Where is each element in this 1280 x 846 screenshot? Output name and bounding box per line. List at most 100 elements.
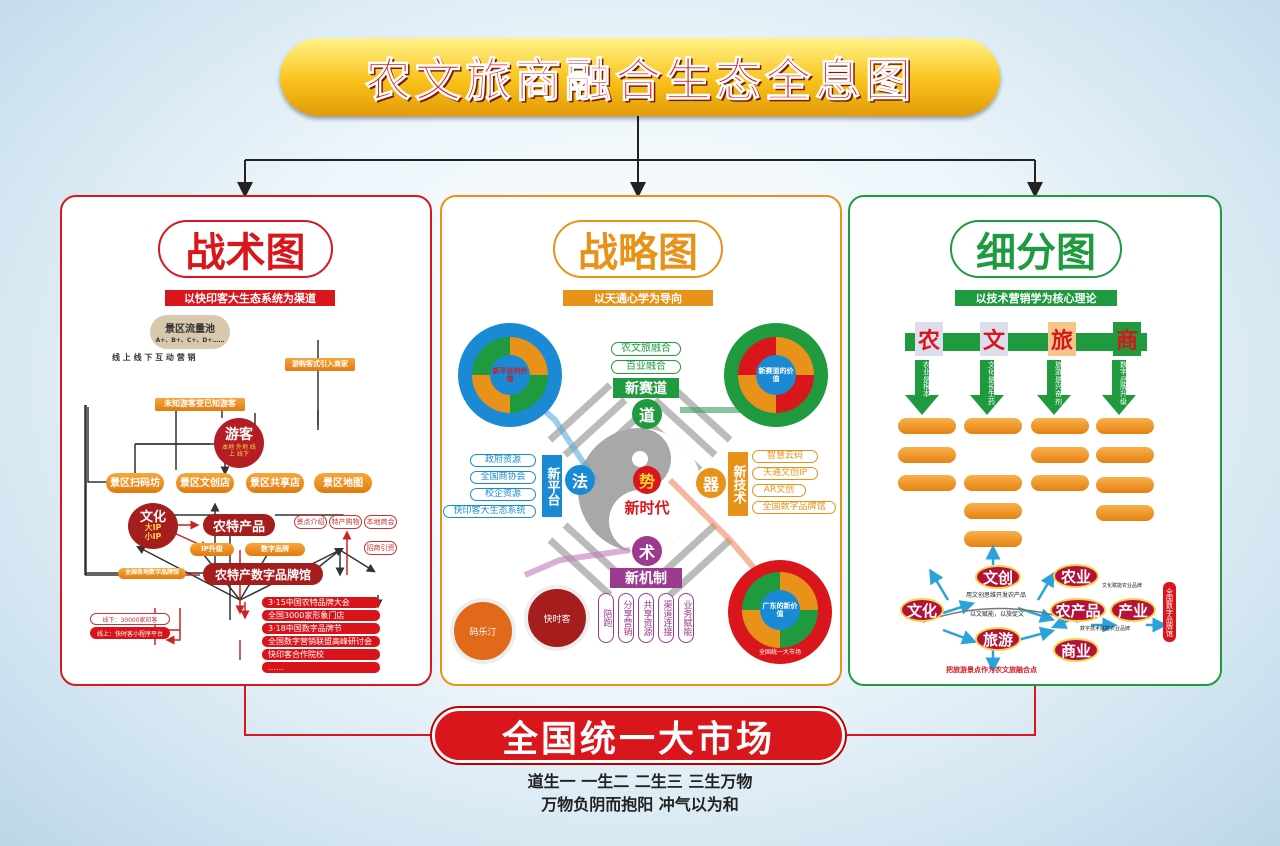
note-agri: 文化赋能农业品牌 <box>1102 583 1143 589</box>
event-item: 全国数字营销联盟高峰研讨会 <box>262 636 380 647</box>
cylinder <box>1096 477 1154 493</box>
online-channel: 线上：快时客小程序平台 <box>90 627 170 639</box>
pillar-culture: 文 <box>980 322 1008 356</box>
note-comm: 数字技术赋能农业品牌 <box>1080 626 1131 632</box>
new-track-label: 新赛道 <box>613 378 679 398</box>
segment-heading: 细分图 <box>950 220 1122 278</box>
strategy-subtitle: 以天通心学为导向 <box>563 290 713 306</box>
products-node: 农特产品 <box>203 514 275 536</box>
national-market-banner: 全国统一大市场 <box>432 708 845 763</box>
segment-subtitle: 以技术营销学为核心理论 <box>955 290 1117 306</box>
track-item: 百业融合 <box>611 360 681 374</box>
channel-banner: 未知游客变已知游客 <box>155 398 245 411</box>
shi-badge: 势 <box>633 466 661 494</box>
visitor-sub: 本地 外地 线上 线下 <box>222 443 256 458</box>
mech-item: 渠道连接 <box>658 593 674 643</box>
pool-levels: A+、B+、C+、D+…… <box>155 337 225 344</box>
cylinder <box>1031 447 1089 463</box>
pillar-note: 文化是长生药 <box>988 361 995 406</box>
cylinder <box>964 418 1022 434</box>
platform-item: 政府资源 <box>470 454 536 467</box>
oval-nongchanpin: 农产品 <box>1050 598 1106 622</box>
new-tech-label: 新技术 <box>728 452 748 516</box>
cylinder <box>1096 505 1154 521</box>
card-kuaishike: 快时客 <box>524 585 590 651</box>
small-ip: 小IP <box>144 531 162 541</box>
pillar-tourism: 旅 <box>1048 322 1076 356</box>
cylinder <box>964 475 1022 491</box>
cylinder <box>964 531 1022 547</box>
new-mech-label: 新机制 <box>610 568 682 588</box>
ring-platform: 新平台的价值 <box>458 323 562 427</box>
oval-wenchuang: 文创 <box>975 565 1021 589</box>
tourism-note: 把旅游景点作为农文旅融合点 <box>946 666 1037 674</box>
motto-line-2: 万物负阴而抱阳 冲气以为和 <box>541 795 739 814</box>
map-item-intro: 景点介绍 <box>294 515 327 529</box>
fa-badge: 法 <box>565 465 595 495</box>
bridge-bottom: 以文赋能，以旅促文 <box>970 611 1025 618</box>
cylinder <box>964 503 1022 519</box>
shu-badge: 术 <box>632 536 662 566</box>
tech-item: 天通文创IP <box>752 467 818 480</box>
visitor-node: 游客本地 外地 线上 线下 <box>214 418 264 468</box>
new-era-label: 新时代 <box>624 498 670 517</box>
platform-item: 全国商协会 <box>470 471 536 484</box>
oval-shangye: 商业 <box>1053 638 1099 662</box>
tactics-heading: 战术图 <box>158 220 333 278</box>
mech-item: 业务赋能 <box>678 593 694 643</box>
node-map: 景区地图 <box>314 473 372 493</box>
mech-item: 陪跑 <box>598 593 614 643</box>
national-hall-tag: 全国数字品牌馆 <box>1163 582 1176 642</box>
strategy-heading: 战略图 <box>553 220 723 278</box>
brand-hall-node: 农特产数字品牌馆 <box>203 563 323 585</box>
platform-item: 快印客大生态系统 <box>443 505 536 518</box>
event-item: 3·18中国数字品牌节 <box>262 623 380 634</box>
ring-track: 新赛道的价值 <box>724 323 828 427</box>
tech-item: 全国数字品牌馆 <box>752 501 836 514</box>
mech-item: 分享营销 <box>618 593 634 643</box>
cylinder <box>898 418 956 434</box>
visitor-label: 游客 <box>225 427 253 444</box>
cylinder <box>898 447 956 463</box>
event-item: 3·15中国农特品牌大会 <box>262 597 380 608</box>
event-item: 快印客合作院校 <box>262 649 380 660</box>
page-title: 农文旅商融合生态全息图 <box>280 38 1000 116</box>
dao-badge: 道 <box>632 399 662 429</box>
pillar-agri: 农 <box>915 322 943 356</box>
ring-market-bottom: 全国统一大市场 <box>758 649 801 656</box>
cylinder <box>1031 418 1089 434</box>
event-item: …… <box>262 662 380 673</box>
offline-channel: 线下：30000家印客 <box>90 613 170 625</box>
event-item: 全国3000家形象门店 <box>262 610 380 621</box>
cylinder <box>1096 418 1154 434</box>
pillar-note: 旅游是兴奋剂 <box>1055 361 1062 406</box>
culture-label: 文化 <box>139 509 166 525</box>
node-scan: 景区扫码坊 <box>106 473 164 493</box>
cylinder <box>1096 447 1154 463</box>
card-maleting: 码乐汀 <box>450 598 516 664</box>
node-creative-store: 景区文创店 <box>176 473 234 493</box>
mech-item: 共享资源 <box>638 593 654 643</box>
oval-nongye: 农业 <box>1053 564 1099 588</box>
oval-wenhua: 文化 <box>900 598 944 622</box>
motto-line-1: 道生一 一生二 二生三 三生万物 <box>527 772 753 791</box>
ring-market: 广东的新价值全国统一大市场 <box>728 560 832 664</box>
oval-lvyou: 旅游 <box>975 627 1021 651</box>
platform-item: 校企资源 <box>470 488 536 501</box>
map-item-shopping: 特产购物 <box>329 515 362 529</box>
cylinder <box>898 475 956 491</box>
ring-platform-label: 新平台的价值 <box>490 355 530 395</box>
pillar-arrows <box>905 360 1136 415</box>
merchant-banner: 游购客式引入商家 <box>285 358 355 371</box>
track-item: 农文旅融合 <box>611 342 681 356</box>
pillar-banner <box>905 333 1147 351</box>
online-offline-label: 线 上 线 下 互 动 营 销 <box>112 353 196 362</box>
pillar-commerce: 商 <box>1113 322 1141 356</box>
new-platform-label: 新平台 <box>542 455 562 517</box>
national-hall: 全国各地数字品牌馆 <box>118 568 186 579</box>
digital-brand: 数字品牌 <box>245 543 305 556</box>
cylinder <box>1031 475 1089 491</box>
